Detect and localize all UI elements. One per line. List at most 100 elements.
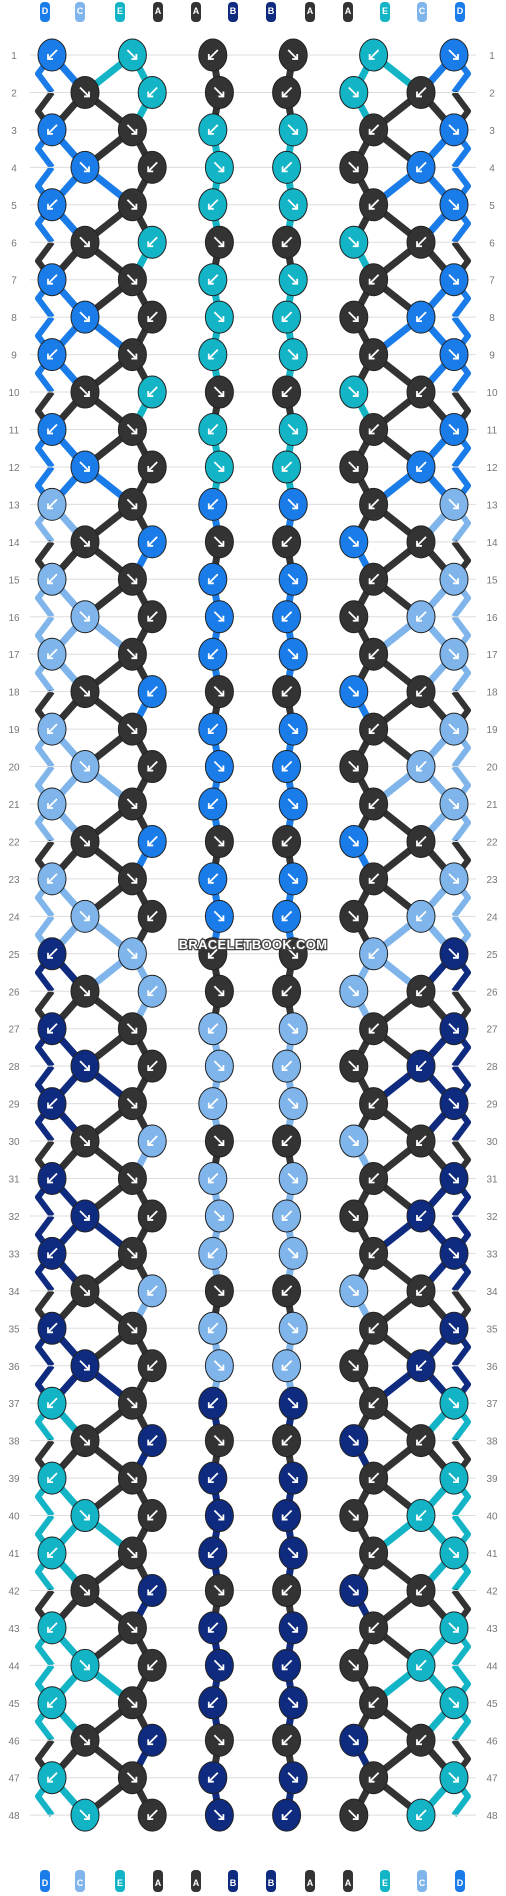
knot bbox=[359, 1761, 389, 1795]
knot bbox=[137, 75, 167, 109]
row-number-right: 4 bbox=[489, 163, 495, 174]
knot bbox=[339, 1798, 369, 1832]
knot bbox=[406, 1124, 436, 1158]
knot bbox=[70, 75, 100, 109]
row-number-left: 24 bbox=[8, 912, 20, 923]
knot bbox=[204, 675, 234, 709]
strand-top-A: A bbox=[153, 2, 163, 22]
knot bbox=[278, 263, 308, 297]
knot bbox=[70, 1199, 100, 1233]
knot bbox=[272, 675, 302, 709]
row-number-left: 26 bbox=[8, 987, 20, 998]
knot bbox=[272, 75, 302, 109]
row-number-right: 31 bbox=[486, 1175, 498, 1186]
knot bbox=[339, 375, 369, 409]
knot bbox=[272, 300, 302, 334]
knot bbox=[278, 1761, 308, 1795]
strand-bottom-E: E bbox=[115, 1870, 125, 1892]
knot bbox=[406, 1424, 436, 1458]
row-number-left: 4 bbox=[11, 163, 17, 174]
knot bbox=[204, 1798, 234, 1832]
strand-bottom-D: D bbox=[455, 1870, 465, 1892]
knot bbox=[359, 38, 389, 72]
knot bbox=[37, 38, 67, 72]
knot bbox=[339, 1124, 369, 1158]
knot bbox=[198, 113, 228, 147]
knot bbox=[117, 113, 147, 147]
strand-top-B: B bbox=[266, 2, 276, 22]
knot bbox=[439, 1162, 469, 1195]
row-number-left: 48 bbox=[8, 1811, 20, 1822]
row-number-left: 28 bbox=[8, 1062, 20, 1073]
knot bbox=[70, 1499, 100, 1533]
knot bbox=[37, 413, 67, 446]
knot bbox=[198, 562, 228, 596]
knot bbox=[406, 675, 436, 709]
knot bbox=[439, 1012, 469, 1046]
knot bbox=[339, 1723, 369, 1757]
row-number-right: 42 bbox=[486, 1586, 498, 1597]
strand-top-B: B bbox=[228, 2, 238, 22]
knot bbox=[37, 1162, 67, 1195]
knot bbox=[37, 338, 67, 372]
knot bbox=[70, 375, 100, 409]
knot bbox=[70, 300, 100, 334]
knot bbox=[359, 1461, 389, 1495]
thread-lines bbox=[48, 51, 458, 1819]
strand-bottom-E: E bbox=[380, 1870, 390, 1892]
knot bbox=[117, 1536, 147, 1570]
knot bbox=[204, 600, 234, 634]
row-number-left: 35 bbox=[8, 1324, 20, 1335]
knot bbox=[339, 824, 369, 858]
row-number-right: 18 bbox=[486, 688, 498, 699]
knot bbox=[272, 1199, 302, 1233]
knot bbox=[272, 1723, 302, 1757]
knot bbox=[137, 750, 167, 784]
knot bbox=[204, 300, 234, 334]
knot bbox=[37, 1012, 67, 1046]
strand-top-E: E bbox=[380, 2, 390, 22]
knot bbox=[204, 1723, 234, 1757]
knot bbox=[204, 899, 234, 933]
knot bbox=[339, 1049, 369, 1083]
knot bbox=[272, 600, 302, 634]
row-number-left: 14 bbox=[8, 538, 20, 549]
row-number-left: 23 bbox=[8, 875, 20, 886]
knot bbox=[117, 1236, 147, 1270]
knot bbox=[204, 525, 234, 559]
knot bbox=[339, 450, 369, 484]
row-number-right: 34 bbox=[486, 1287, 498, 1298]
row-number-right: 43 bbox=[486, 1624, 498, 1635]
row-number-left: 12 bbox=[8, 463, 20, 474]
knot bbox=[406, 450, 436, 484]
knot bbox=[204, 1424, 234, 1458]
knot bbox=[439, 188, 469, 222]
knot bbox=[70, 974, 100, 1008]
knot bbox=[204, 225, 234, 259]
row-number-right: 35 bbox=[486, 1324, 498, 1335]
knot bbox=[406, 750, 436, 784]
knot bbox=[359, 1386, 389, 1420]
row-number-left: 17 bbox=[8, 650, 20, 661]
knot bbox=[406, 974, 436, 1008]
knot bbox=[70, 1648, 100, 1682]
row-number-left: 36 bbox=[8, 1362, 20, 1373]
knot bbox=[339, 750, 369, 784]
row-number-right: 20 bbox=[486, 763, 498, 774]
knot bbox=[278, 712, 308, 746]
knot bbox=[37, 1611, 67, 1645]
row-number-right: 24 bbox=[486, 912, 498, 923]
knot bbox=[272, 1648, 302, 1682]
svg-text:C: C bbox=[77, 6, 84, 16]
knot bbox=[198, 712, 228, 746]
knot bbox=[278, 487, 308, 521]
knot bbox=[70, 1573, 100, 1607]
knot bbox=[359, 1686, 389, 1720]
strand-bottom-C: C bbox=[417, 1870, 427, 1892]
knot bbox=[117, 1611, 147, 1645]
knot bbox=[439, 1611, 469, 1645]
knot bbox=[339, 1199, 369, 1233]
knot bbox=[272, 375, 302, 409]
knot bbox=[137, 525, 167, 559]
